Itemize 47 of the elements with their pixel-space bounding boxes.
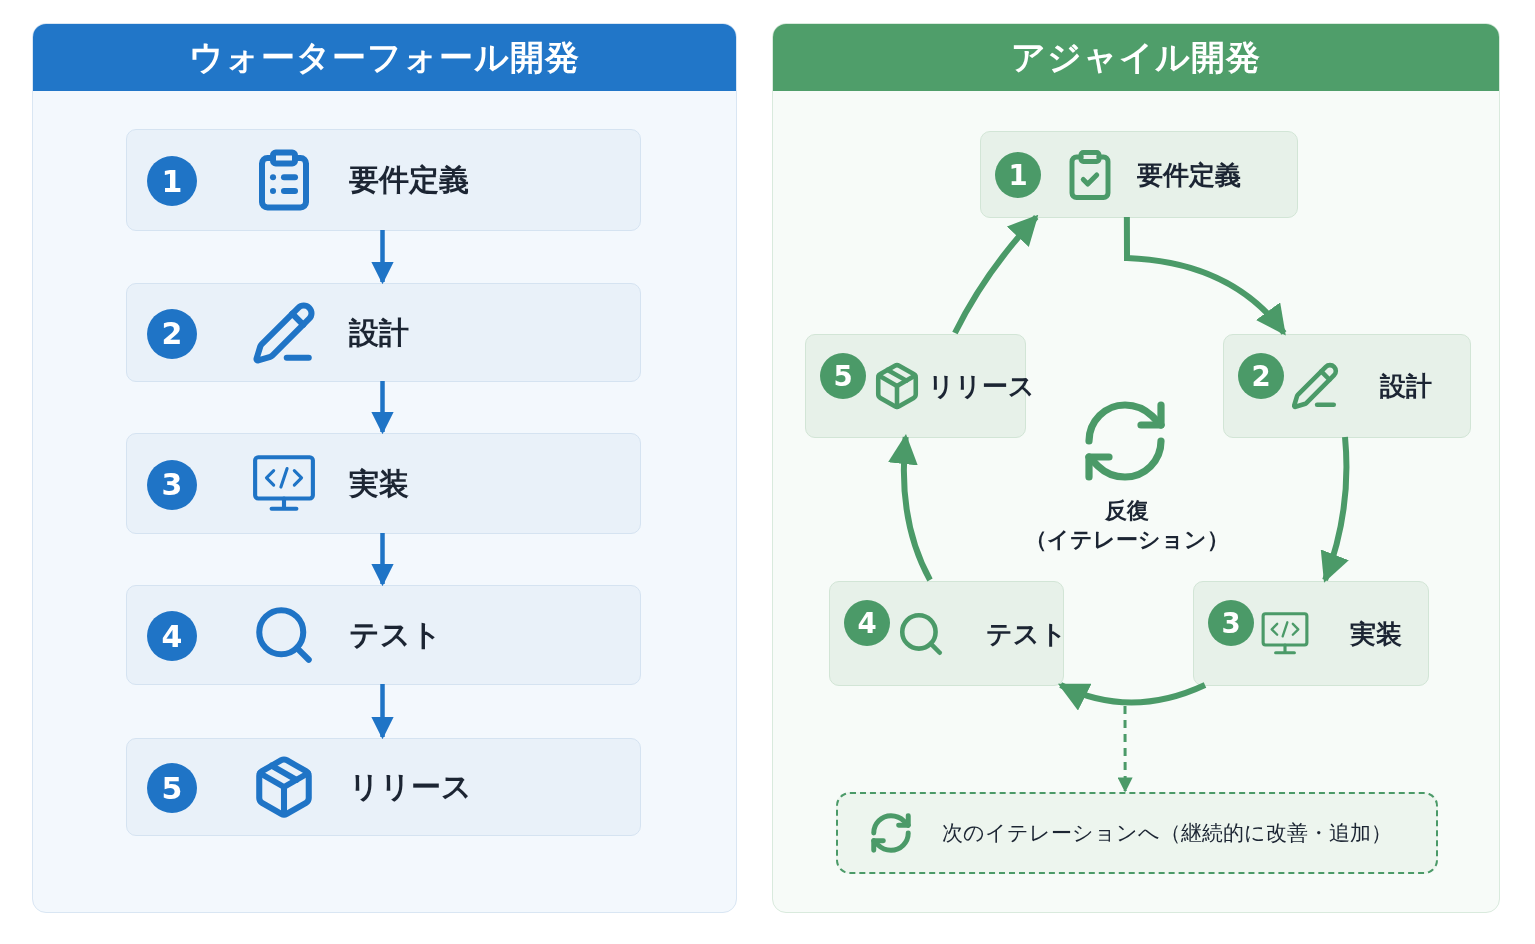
process-box — [126, 283, 641, 382]
arrow — [1123, 217, 1287, 336]
process-box — [126, 433, 641, 534]
step-label: 実装 — [349, 464, 409, 502]
step-number: 1 — [995, 152, 1041, 198]
step-label: リリース — [928, 369, 1035, 403]
panel-header: アジャイル開発 — [773, 24, 1499, 91]
process-box — [980, 131, 1298, 218]
step-label: テスト — [986, 617, 1067, 650]
dashed-box — [836, 792, 1438, 874]
step-number: 2 — [147, 308, 197, 359]
panel-header: ウォーターフォール開発 — [33, 24, 736, 91]
arrow — [1320, 436, 1350, 583]
step-number: 1 — [147, 156, 197, 206]
note-text: 次のイテレーションへ（継続的に改善・追加） — [942, 820, 1392, 847]
arrow — [952, 214, 1039, 335]
arrow — [888, 434, 933, 582]
process-box — [126, 585, 641, 685]
process-box — [126, 129, 641, 231]
step-number: 3 — [147, 459, 197, 510]
step-number: 5 — [820, 353, 866, 399]
step-number: 2 — [1238, 353, 1284, 399]
step-label: リリース — [349, 767, 472, 806]
step-label: 要件定義 — [349, 160, 469, 199]
arrow — [371, 533, 394, 587]
step-number: 3 — [1208, 600, 1254, 646]
cycle-label: （イテレーション） — [1024, 526, 1230, 554]
step-label: 要件定義 — [1137, 158, 1241, 191]
arrow — [371, 230, 394, 285]
step-number: 4 — [147, 611, 197, 661]
dashed-arrow — [1117, 706, 1133, 793]
cycle-label: 反復 — [1104, 497, 1150, 525]
step-label: 実装 — [1350, 617, 1402, 650]
arrow — [371, 381, 394, 435]
panel — [772, 23, 1500, 913]
arrow — [371, 684, 394, 740]
step-number: 4 — [844, 600, 890, 646]
process-box — [1193, 581, 1429, 686]
process-box — [1223, 334, 1471, 438]
step-label: 設計 — [1380, 369, 1432, 403]
arrow — [1057, 682, 1207, 710]
step-label: テスト — [349, 615, 442, 654]
panel — [32, 23, 737, 913]
step-number: 5 — [147, 763, 197, 813]
step-label: 設計 — [349, 313, 409, 351]
process-box — [126, 738, 641, 836]
process-box — [829, 581, 1064, 686]
